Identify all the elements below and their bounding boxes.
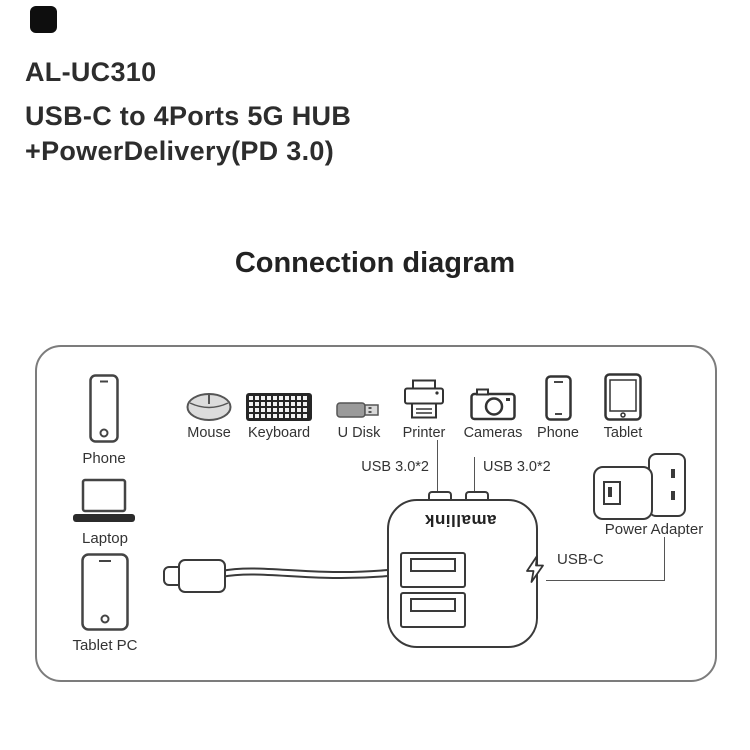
- usb3-label-right: USB 3.0*2: [483, 459, 551, 475]
- device-label: Mouse: [187, 425, 231, 441]
- power-cable-line: [546, 537, 665, 581]
- device-printer: Printer: [382, 369, 466, 441]
- usb-a-port-icon: [400, 592, 466, 628]
- lightning-bolt-icon: [524, 555, 546, 588]
- smartphone-icon: [544, 369, 572, 421]
- tablet-pc-icon: [81, 553, 129, 636]
- laptop-icon: [73, 478, 135, 529]
- wall-outlet-icon: [648, 453, 686, 517]
- connector-line-right: [474, 457, 475, 500]
- mouse-icon: [186, 369, 232, 421]
- usb-plug-icon: [178, 559, 226, 593]
- tablet-icon: [604, 369, 642, 421]
- device-camera: Cameras: [451, 369, 535, 441]
- tablet-pc-label: Tablet PC: [72, 637, 138, 654]
- model-number: AL-UC310: [25, 57, 157, 87]
- device-label: Printer: [402, 425, 446, 441]
- device-keyboard: Keyboard: [237, 369, 321, 441]
- device-label: Phone: [537, 425, 579, 441]
- section-title: Connection diagram: [234, 247, 516, 279]
- device-label: Keyboard: [247, 425, 311, 441]
- device-label: U Disk: [337, 425, 381, 441]
- camera-icon: [470, 369, 516, 421]
- printer-icon: [402, 369, 446, 421]
- product-title-line1: USB-C to 4Ports 5G HUB: [25, 101, 352, 131]
- keyboard-icon: [246, 369, 312, 421]
- usb-c-label: USB-C: [557, 551, 604, 568]
- phone-icon: [89, 374, 119, 449]
- usb-disk-icon: [336, 369, 382, 421]
- device-label: Tablet: [603, 425, 643, 441]
- usb-a-port-icon: [400, 552, 466, 588]
- laptop-label: Laptop: [82, 530, 128, 547]
- connection-diagram-panel: Phone Laptop Tablet PC Mouse Keyboard: [35, 345, 717, 682]
- connector-line-left: [437, 440, 438, 500]
- device-udisk: U Disk: [317, 369, 401, 441]
- phone-label: Phone: [82, 450, 126, 467]
- device-label: Cameras: [463, 425, 523, 441]
- device-phone: Phone: [516, 369, 600, 441]
- hub-brand-text: amallink: [424, 511, 497, 530]
- product-title-line2: +PowerDelivery(PD 3.0): [25, 136, 334, 166]
- brand-logo: [30, 6, 57, 33]
- device-mouse: Mouse: [167, 369, 251, 441]
- power-adapter-label: Power Adapter: [604, 521, 704, 538]
- power-adapter-icon: [593, 466, 653, 520]
- usb3-label-left: USB 3.0*2: [361, 459, 429, 475]
- device-tablet: Tablet: [581, 369, 665, 441]
